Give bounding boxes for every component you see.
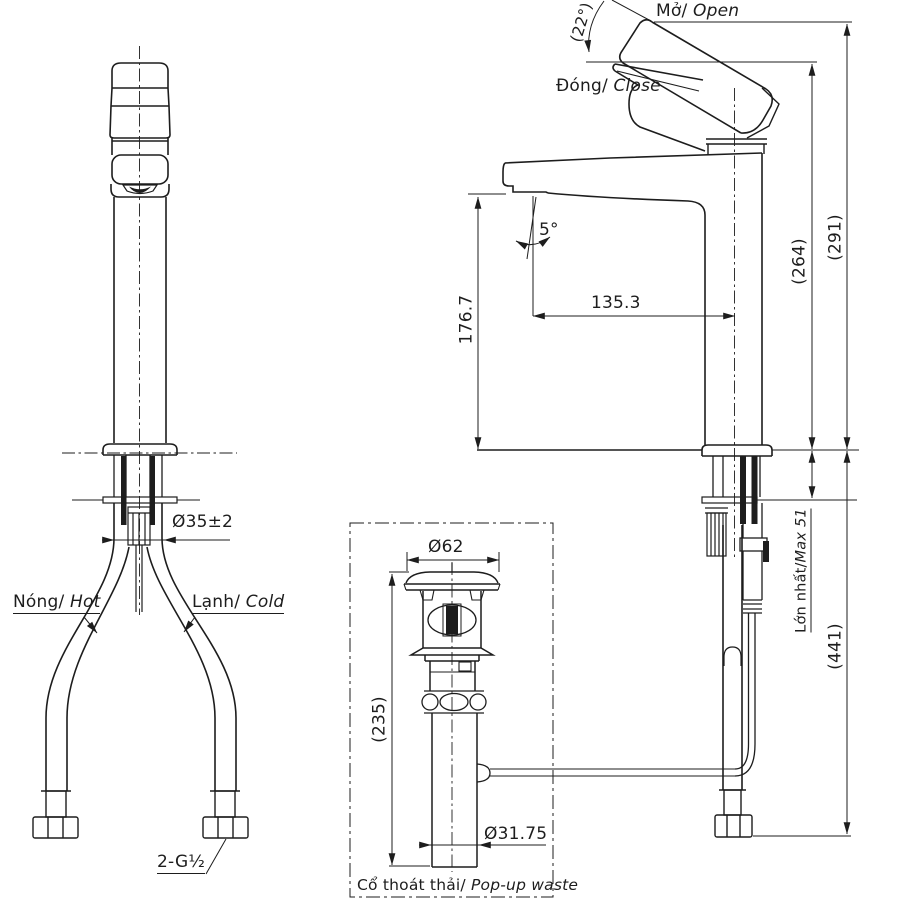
front-view	[32, 46, 249, 839]
max-deck-label: Lớn nhất/Max 51	[793, 508, 812, 633]
spout-height-label: 176.7	[456, 294, 477, 345]
side-inlet-connector	[705, 507, 728, 557]
popup-rod-knob	[476, 763, 491, 783]
ext-popup-height	[389, 571, 430, 867]
popup-height-label: (235)	[369, 696, 390, 743]
front-shank	[113, 455, 163, 525]
front-handle	[109, 62, 171, 139]
cold-leader	[183, 616, 196, 633]
close-label: Đóng/ Close	[556, 76, 661, 96]
popup-ball-joint	[421, 690, 487, 714]
side-hose-nut	[714, 789, 753, 838]
front-spout	[110, 138, 170, 198]
handle-open	[611, 0, 773, 134]
side-popup-rod-assembly	[490, 503, 769, 777]
hot-hose	[45, 503, 130, 791]
side-shank	[712, 456, 761, 524]
front-base-flange	[102, 443, 178, 456]
total-height-label: (441)	[825, 623, 846, 670]
cold-label: Lạnh/ Cold	[192, 592, 285, 614]
popup-top-dia-label: Ø62	[428, 537, 464, 557]
popup-body	[422, 591, 482, 648]
cold-hose	[146, 503, 237, 791]
thread-leader	[205, 838, 227, 875]
popup-caption: Cổ thoát thải/ Pop-up waste	[357, 876, 579, 894]
height-closed-label: (264)	[789, 238, 810, 285]
popup-tailpipe	[431, 713, 491, 868]
handle-closed	[612, 63, 706, 152]
arc-open-angle	[584, 0, 605, 53]
popup-cap	[403, 571, 501, 601]
open-label: Mở/ Open	[656, 1, 740, 21]
front-popup-rod	[135, 545, 143, 612]
side-supply-hose	[722, 525, 743, 790]
front-threaded-body	[127, 506, 151, 612]
popup-detail	[349, 522, 554, 898]
cold-hose-nut	[202, 790, 249, 839]
height-open-label: (291)	[825, 214, 846, 261]
popup-flange	[408, 647, 496, 691]
side-view	[477, 0, 859, 838]
stream-angle-label: 5°	[539, 220, 559, 240]
hot-label: Nóng/ Hot	[13, 592, 101, 614]
popup-dimensions	[388, 552, 546, 867]
arc-stream-angle	[515, 236, 551, 250]
side-spout-tip	[502, 162, 549, 194]
front-column	[113, 197, 167, 443]
popup-pipe-dia-label: Ø31.75	[484, 824, 548, 844]
side-view-dimensions	[468, 0, 852, 837]
front-view-dimensions	[83, 536, 230, 875]
stream-angle-line	[526, 196, 537, 260]
front-aerator	[121, 184, 159, 195]
shank-diameter-label: Ø35±2	[172, 512, 234, 532]
side-washer	[701, 496, 857, 504]
side-body	[502, 152, 763, 445]
thread-label: 2-G½	[157, 852, 206, 874]
hot-hose-nut	[32, 790, 79, 839]
handle-pivot	[706, 87, 780, 155]
spout-reach-label: 135.3	[591, 293, 641, 313]
front-washer	[72, 496, 200, 504]
side-base-flange	[701, 444, 773, 457]
popup-lift-rod	[490, 768, 735, 777]
popup-detail-box	[349, 522, 554, 898]
hot-leader	[83, 616, 98, 634]
